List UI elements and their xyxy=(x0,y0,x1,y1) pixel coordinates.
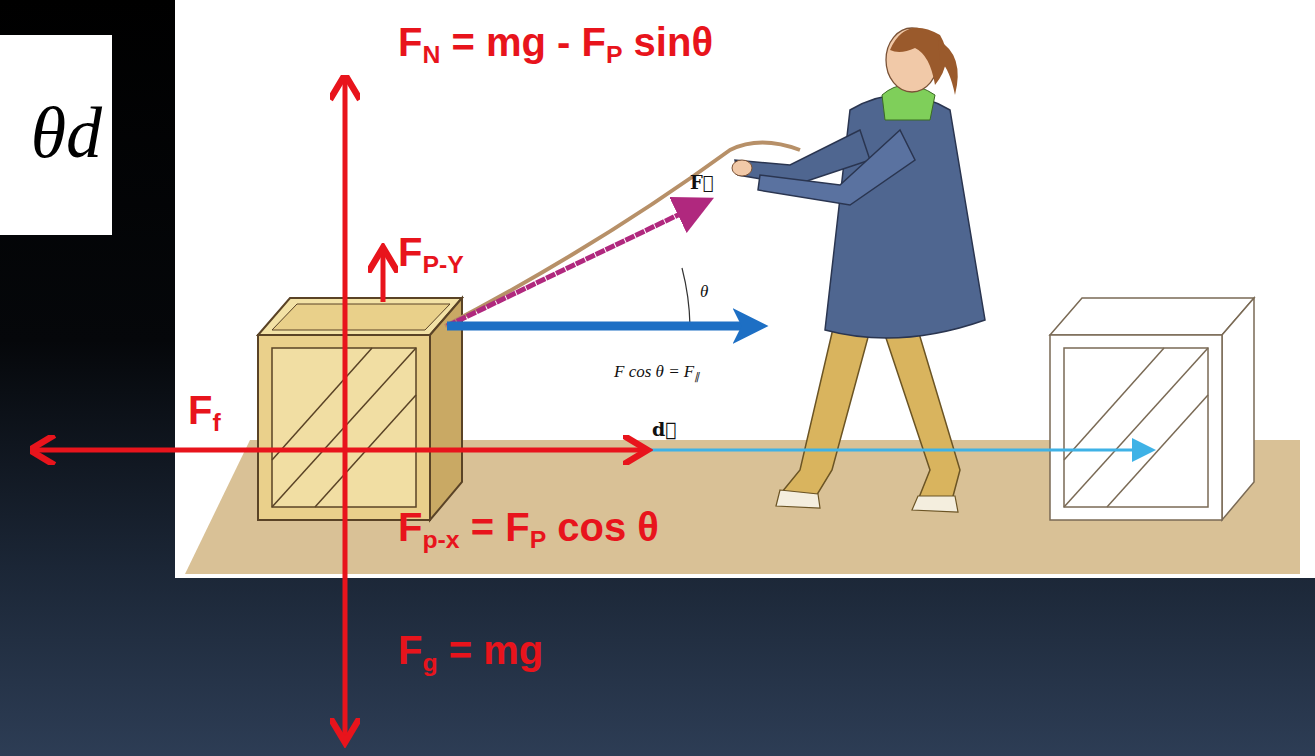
crate-final-position xyxy=(1050,298,1254,520)
normal-gravity-force-arrow xyxy=(343,77,348,740)
formula-box: θd xyxy=(0,35,112,235)
angle-arc xyxy=(682,268,690,326)
angle-symbol: θ xyxy=(700,282,708,302)
friction-pull-force-arrow xyxy=(32,448,645,453)
formula-fragment: θd xyxy=(31,97,102,169)
vector-symbol: F⃗ xyxy=(690,172,714,193)
displacement-symbol: d⃗ xyxy=(652,418,677,440)
component-formula: F cos θ = F∥ xyxy=(614,362,699,382)
crate xyxy=(258,298,462,520)
normal-force-label: FN = mg - FP sinθ xyxy=(398,22,713,68)
horizontal-pull-label: Fp-x = FP cos θ xyxy=(398,507,659,553)
vertical-pull-component-arrow xyxy=(381,250,386,302)
gravity-label: Fg = mg xyxy=(398,630,543,676)
displacement-arrow xyxy=(648,449,1150,452)
friction-label: Ff xyxy=(188,390,221,436)
force-vector xyxy=(447,202,705,326)
woman-pulling xyxy=(732,28,985,512)
vertical-pull-label: FP-Y xyxy=(398,232,464,278)
horizontal-component-arrow xyxy=(447,322,755,331)
rope xyxy=(445,143,800,327)
